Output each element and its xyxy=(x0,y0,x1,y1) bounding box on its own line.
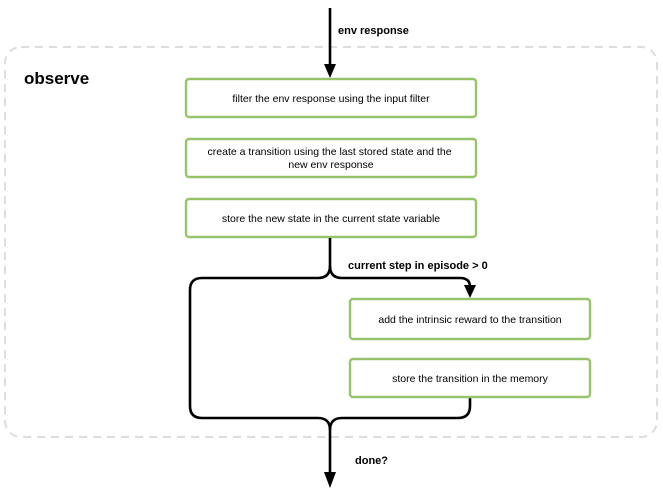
store-state-line: store the new state in the current state… xyxy=(222,213,440,225)
store-state-text: store the new state in the current state… xyxy=(222,213,440,225)
conditional-connector xyxy=(328,265,472,288)
condition-label: current step in episode > 0 xyxy=(348,260,488,272)
entry-arrowhead xyxy=(324,64,336,78)
observe-group-title: observe xyxy=(24,69,89,88)
filter-step-line: filter the env response using the input … xyxy=(232,93,430,105)
exit-label: done? xyxy=(355,455,388,467)
create-transition-line-1: create a transition using the last store… xyxy=(208,146,452,158)
store-state-box xyxy=(184,197,478,239)
return-connector xyxy=(328,398,472,431)
intrinsic-reward-box xyxy=(348,297,592,341)
filter-step-box xyxy=(184,77,478,119)
intrinsic-reward-text: add the intrinsic reward to the transiti… xyxy=(378,314,561,326)
create-transition-box xyxy=(184,137,478,179)
intrinsic-reward-line: add the intrinsic reward to the transiti… xyxy=(378,314,561,326)
exit-arrowhead xyxy=(324,472,336,488)
conditional-arrowhead xyxy=(464,285,476,298)
filter-step-text: filter the env response using the input … xyxy=(232,93,430,105)
entry-label: env response xyxy=(338,25,409,37)
branch-connector xyxy=(188,238,332,474)
create-transition-line-2: new env response xyxy=(288,159,373,171)
store-memory-line: store the transition in the memory xyxy=(392,373,549,385)
store-memory-text: store the transition in the memory xyxy=(392,373,549,385)
store-memory-box xyxy=(348,357,592,399)
create-transition-text: create a transition using the last store… xyxy=(208,146,455,171)
